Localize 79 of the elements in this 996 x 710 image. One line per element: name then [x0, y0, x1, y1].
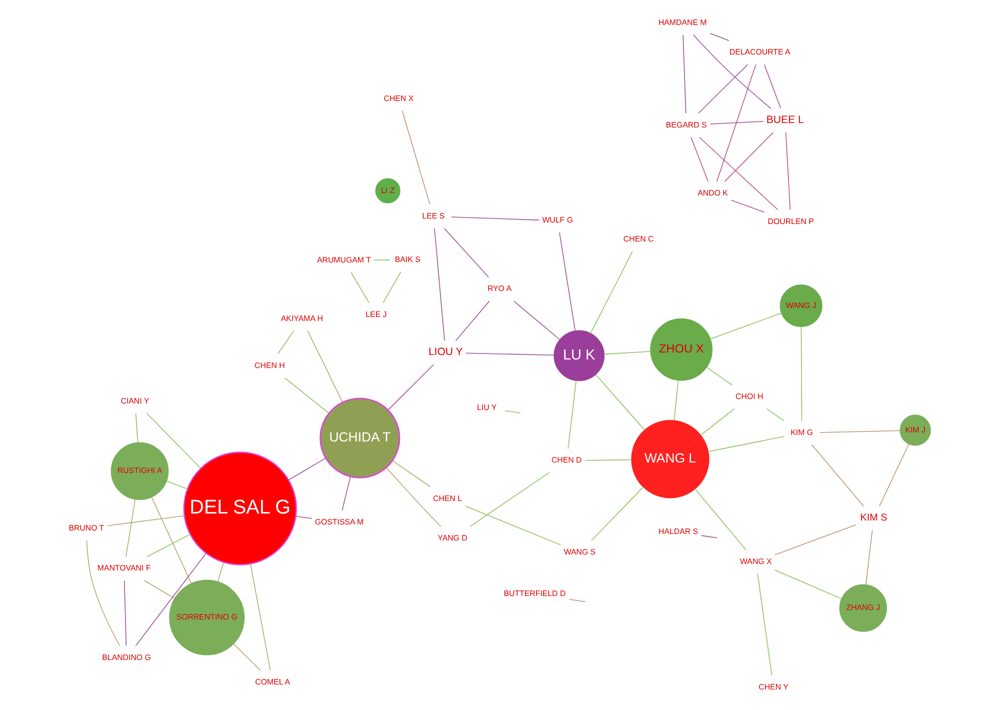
connector	[865, 530, 873, 586]
connector	[217, 562, 224, 582]
connector	[710, 312, 782, 340]
connector	[674, 380, 679, 421]
connector	[382, 271, 402, 304]
connector	[559, 232, 576, 332]
connector	[819, 430, 901, 433]
connector	[757, 574, 772, 676]
connector	[470, 472, 550, 527]
connector	[682, 34, 686, 114]
connector	[166, 480, 188, 490]
node-circle: ZHOU X	[650, 318, 712, 381]
connector	[595, 374, 646, 430]
connector	[694, 488, 746, 550]
node-text: BUEE L	[766, 114, 804, 126]
node-circle: LU K	[554, 330, 605, 382]
connector	[350, 272, 370, 304]
connector	[514, 300, 560, 340]
connector	[785, 132, 791, 210]
connector	[800, 326, 802, 422]
connector	[278, 330, 294, 354]
connector	[730, 200, 765, 213]
connector	[504, 410, 521, 414]
connector	[135, 412, 138, 444]
connector	[392, 460, 431, 488]
connector	[466, 352, 555, 356]
connector	[126, 498, 136, 557]
connector	[284, 378, 329, 414]
connector	[124, 580, 127, 646]
connector	[144, 580, 176, 599]
connector	[698, 64, 748, 114]
connector	[342, 476, 351, 511]
connector	[146, 534, 191, 557]
node-circle: DEL SAL G	[183, 452, 297, 566]
connector	[774, 570, 842, 600]
connector	[774, 524, 856, 556]
connector	[724, 132, 774, 182]
connector	[584, 459, 632, 461]
connector	[690, 136, 709, 182]
connector	[135, 552, 206, 646]
connector	[388, 364, 434, 410]
connector	[295, 516, 312, 519]
connector	[434, 228, 445, 341]
connector	[700, 408, 735, 436]
connector	[710, 32, 730, 41]
connector	[764, 64, 782, 109]
connector	[402, 110, 430, 205]
connector	[233, 643, 261, 671]
node-text: LIOU Y	[428, 346, 463, 358]
connector	[444, 228, 489, 278]
connector	[710, 120, 764, 124]
connector	[451, 216, 540, 220]
connector	[568, 380, 577, 449]
connector	[250, 563, 271, 671]
node-circle: UCHIDA T	[320, 398, 400, 478]
connector	[151, 496, 192, 584]
connector	[307, 330, 343, 402]
connector	[692, 34, 772, 109]
connector	[706, 366, 733, 386]
connector	[698, 136, 778, 210]
connector	[590, 486, 644, 542]
connector	[106, 515, 185, 526]
connector	[590, 251, 633, 334]
connector	[288, 458, 326, 480]
connector	[86, 540, 120, 646]
connector	[603, 351, 652, 355]
node-text: KIM S	[860, 512, 888, 524]
connector	[766, 408, 785, 422]
connector	[708, 436, 784, 452]
connector	[701, 535, 718, 538]
connector	[879, 443, 910, 507]
connector	[812, 444, 864, 507]
connector	[716, 64, 756, 182]
connector	[146, 412, 202, 469]
connector	[465, 506, 562, 546]
connector	[455, 300, 490, 342]
connector	[569, 598, 586, 602]
node-circle: WANG L	[631, 420, 710, 498]
connector	[386, 467, 442, 527]
